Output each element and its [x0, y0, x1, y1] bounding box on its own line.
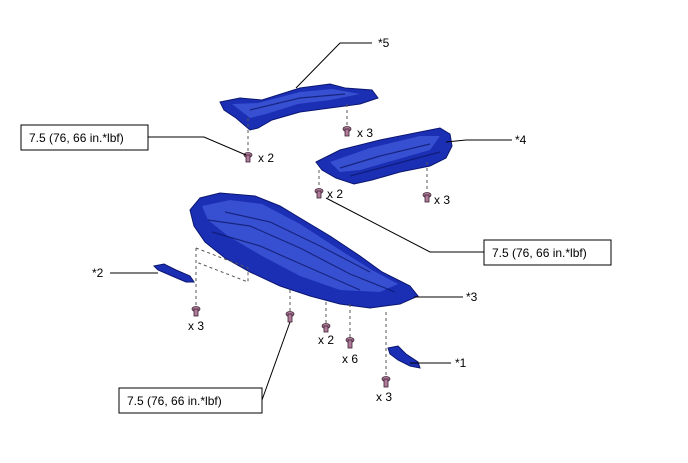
cover-part-4: [315, 127, 453, 185]
torque-spec-text: 7.5 (76, 66 in.*lbf): [127, 394, 222, 408]
bolt-icon: [285, 311, 295, 323]
quantity-label: x 3: [188, 319, 204, 333]
quantity-label: x 6: [342, 352, 358, 366]
leader-lines: [110, 42, 512, 401]
bolt-icon: [314, 188, 324, 199]
callout-part-2: *2: [92, 266, 104, 280]
quantity-label: x 2: [258, 151, 274, 165]
bolt-icon: [243, 152, 253, 163]
quantity-label: x 3: [357, 126, 373, 140]
alignment-lines: [195, 104, 428, 376]
bracket-part-1: [387, 345, 421, 369]
bolt-icon: [422, 192, 432, 203]
bolt-icon: [342, 126, 352, 137]
quantity-label: x 2: [327, 187, 343, 201]
torque-spec-box-1: 7.5 (76, 66 in.*lbf): [20, 124, 149, 151]
torque-spec-text: 7.5 (76, 66 in.*lbf): [492, 246, 587, 260]
torque-spec-box-2: 7.5 (76, 66 in.*lbf): [483, 239, 612, 266]
quantity-label: x 2: [318, 333, 334, 347]
callout-part-3: *3: [466, 290, 478, 304]
quantity-label: x 3: [376, 390, 392, 404]
bolt-icon: [345, 337, 355, 349]
torque-spec-text: 7.5 (76, 66 in.*lbf): [29, 131, 124, 145]
callout-part-4: *4: [515, 133, 527, 147]
cover-part-5: [219, 83, 379, 131]
bracket-part-2: [152, 263, 195, 283]
bolt-icon: [191, 306, 201, 317]
cover-part-3: [189, 192, 419, 309]
torque-spec-box-3: 7.5 (76, 66 in.*lbf): [118, 387, 263, 414]
bolt-icon: [321, 323, 331, 333]
callout-part-5: *5: [378, 36, 390, 50]
bolt-icons: [191, 126, 432, 388]
bolt-icon: [381, 376, 391, 388]
callout-part-1: *1: [455, 356, 467, 370]
quantity-label: x 3: [434, 193, 450, 207]
